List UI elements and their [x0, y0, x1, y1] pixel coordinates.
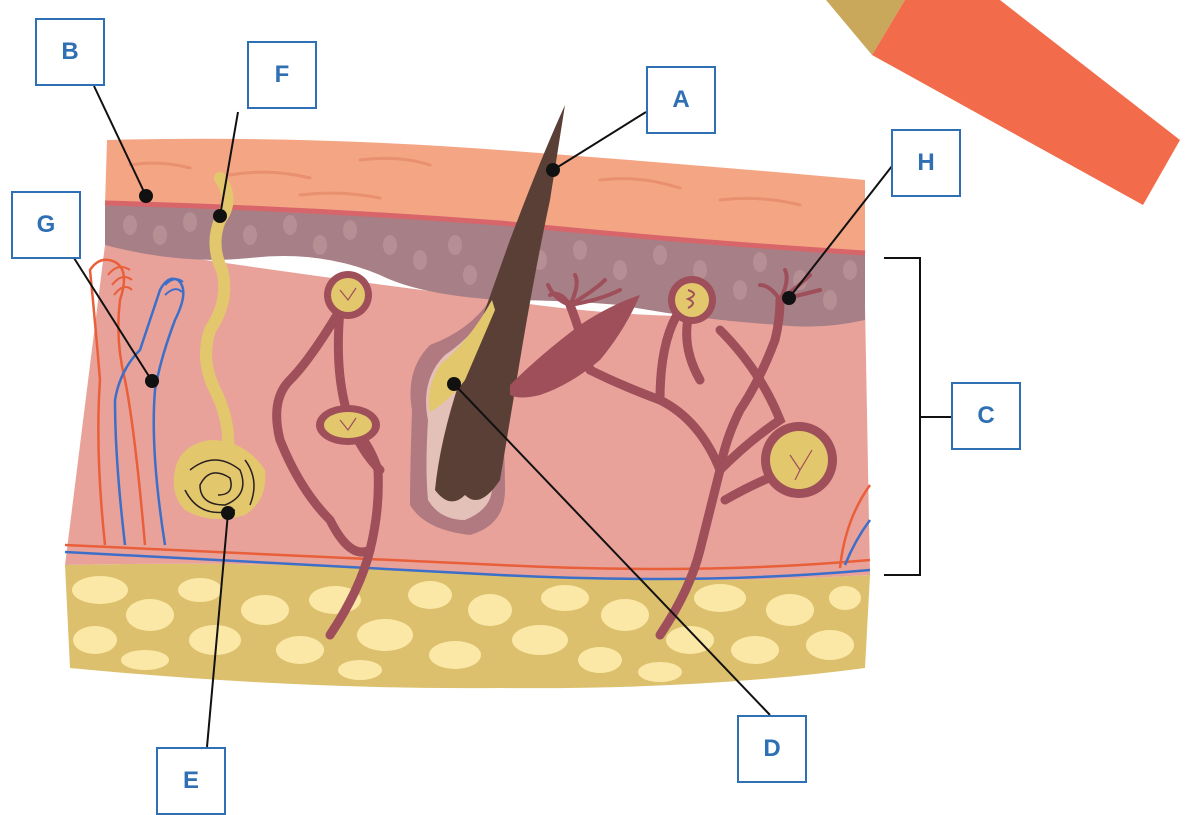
label-d: D — [737, 715, 807, 783]
label-b: B — [35, 18, 105, 86]
pencil-decoration — [826, 0, 1180, 205]
label-g: G — [11, 191, 81, 259]
label-e: E — [156, 747, 226, 815]
label-a: A — [646, 66, 716, 134]
label-f: F — [247, 41, 317, 109]
label-c: C — [951, 382, 1021, 450]
hypodermis-layer — [65, 564, 870, 688]
label-h: H — [891, 129, 961, 197]
